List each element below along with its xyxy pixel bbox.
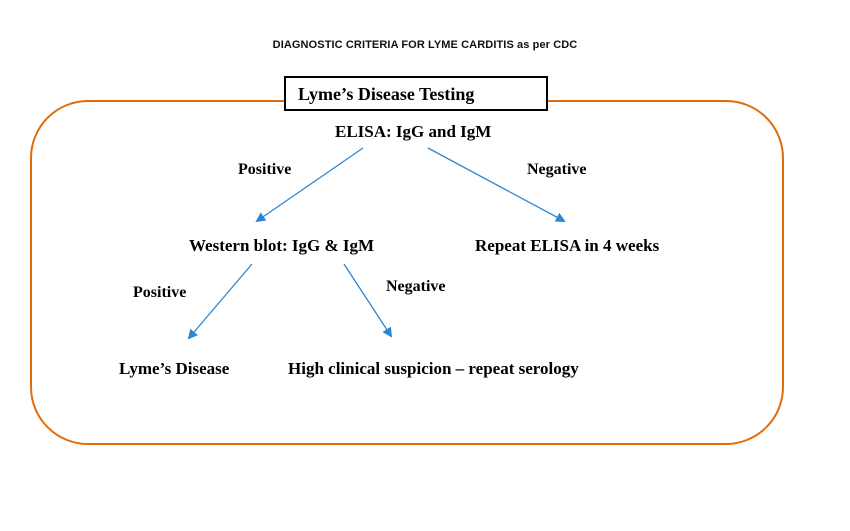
edge-label-elisa-negative: Negative [527,161,587,178]
node-western-blot: Western blot: IgG & IgM [189,236,375,255]
diagram-title: DIAGNOSTIC CRITERIA FOR LYME CARDITIS as… [272,39,578,51]
edge-label-elisa-positive: Positive [238,161,292,178]
node-lymes-disease: Lyme’s Disease [119,359,230,378]
edge-label-wb-positive: Positive [133,284,187,301]
header-box: Lyme’s Disease Testing [284,76,548,111]
arrow-elisa-to-western-blot [255,147,364,223]
node-repeat-elisa: Repeat ELISA in 4 weeks [475,236,660,255]
header-label: Lyme’s Disease Testing [298,84,475,104]
arrow-elisa-to-repeat-elisa [427,147,566,222]
edge-label-wb-negative: Negative [386,278,446,295]
arrow-western-blot-to-lymes-disease [187,263,253,340]
arrow-western-blot-to-high-suspicion [343,263,393,338]
node-elisa: ELISA: IgG and IgM [335,122,492,141]
node-high-clinical-suspicion: High clinical suspicion – repeat serolog… [288,359,579,378]
